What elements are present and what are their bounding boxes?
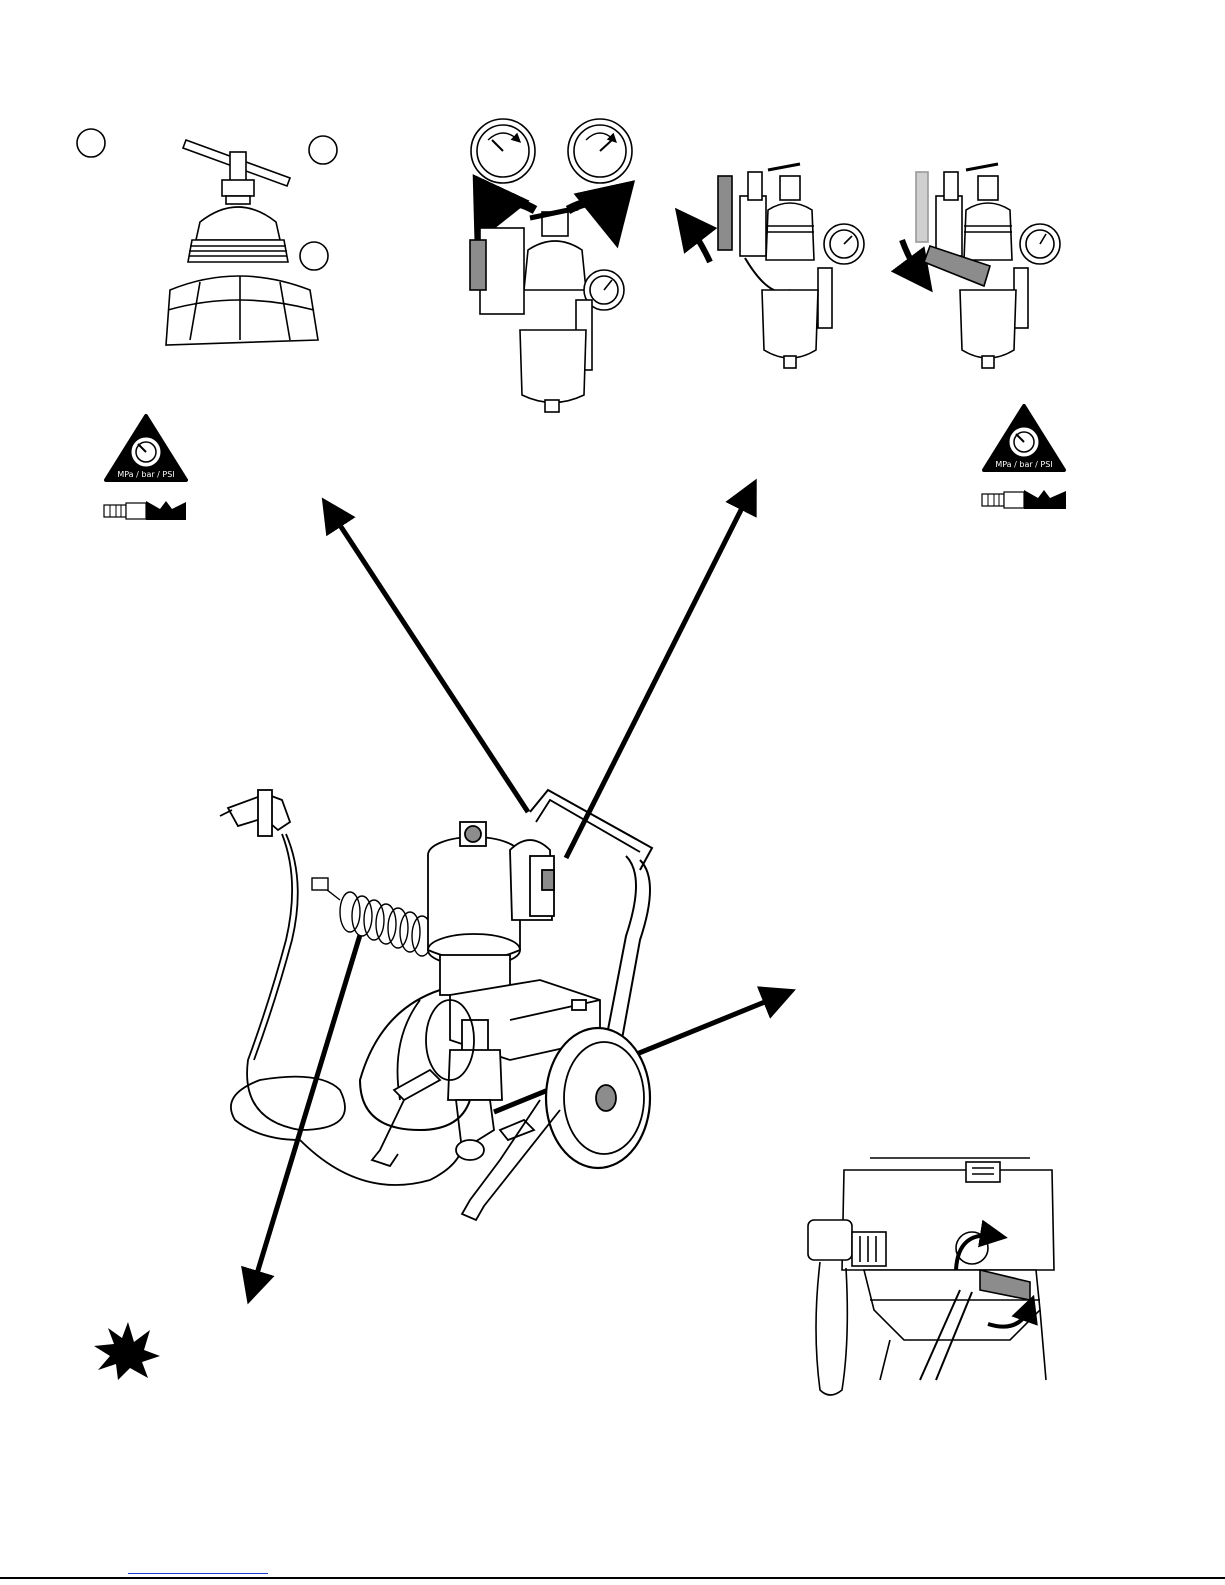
fluid-drain-valve-detail bbox=[808, 1158, 1054, 1395]
cart-air-regulator bbox=[510, 840, 554, 920]
lower-arrow-icon bbox=[902, 240, 922, 278]
coiled-air-hose bbox=[312, 878, 432, 956]
pressure-warning-symbol-left: MPa / bar / PSI bbox=[106, 416, 186, 480]
arrow-to-regulator-detail bbox=[566, 492, 750, 858]
rotate-cw-arrow-icon bbox=[568, 202, 612, 222]
spray-gun bbox=[220, 790, 290, 836]
pressure-warning-symbol-right: MPa / bar / PSI bbox=[984, 406, 1064, 470]
hose-rupture-icon-right bbox=[982, 490, 1066, 509]
pressure-units-label-left: MPa / bar / PSI bbox=[117, 470, 174, 479]
bleed-valve-closed-detail bbox=[902, 164, 1060, 368]
air-regulator-adjust-detail bbox=[470, 119, 632, 412]
lift-arrow-icon bbox=[686, 222, 710, 262]
callout-circle-b bbox=[309, 136, 337, 164]
footer-rule bbox=[0, 1577, 1225, 1579]
pump-lid-t-handle-detail bbox=[77, 129, 337, 345]
pressure-units-label-right: MPa / bar / PSI bbox=[995, 460, 1052, 469]
footer-link-underline[interactable] bbox=[128, 1573, 268, 1574]
arrow-to-lid-detail bbox=[330, 510, 528, 812]
rotate-ccw-arrow-icon bbox=[486, 202, 535, 220]
callout-circle-a bbox=[77, 129, 105, 157]
sprayer-cart-assembly bbox=[220, 790, 652, 1220]
cart-wheel bbox=[546, 1028, 650, 1168]
hose-rupture-icon-left bbox=[104, 501, 186, 520]
explosion-hazard-icon bbox=[94, 1322, 160, 1380]
air-motor-tank bbox=[428, 822, 520, 995]
gauge-decrease-icon bbox=[471, 119, 535, 183]
bleed-valve-open-detail bbox=[686, 164, 864, 368]
callout-circle-c bbox=[300, 242, 328, 270]
gauge-increase-icon bbox=[568, 119, 632, 183]
